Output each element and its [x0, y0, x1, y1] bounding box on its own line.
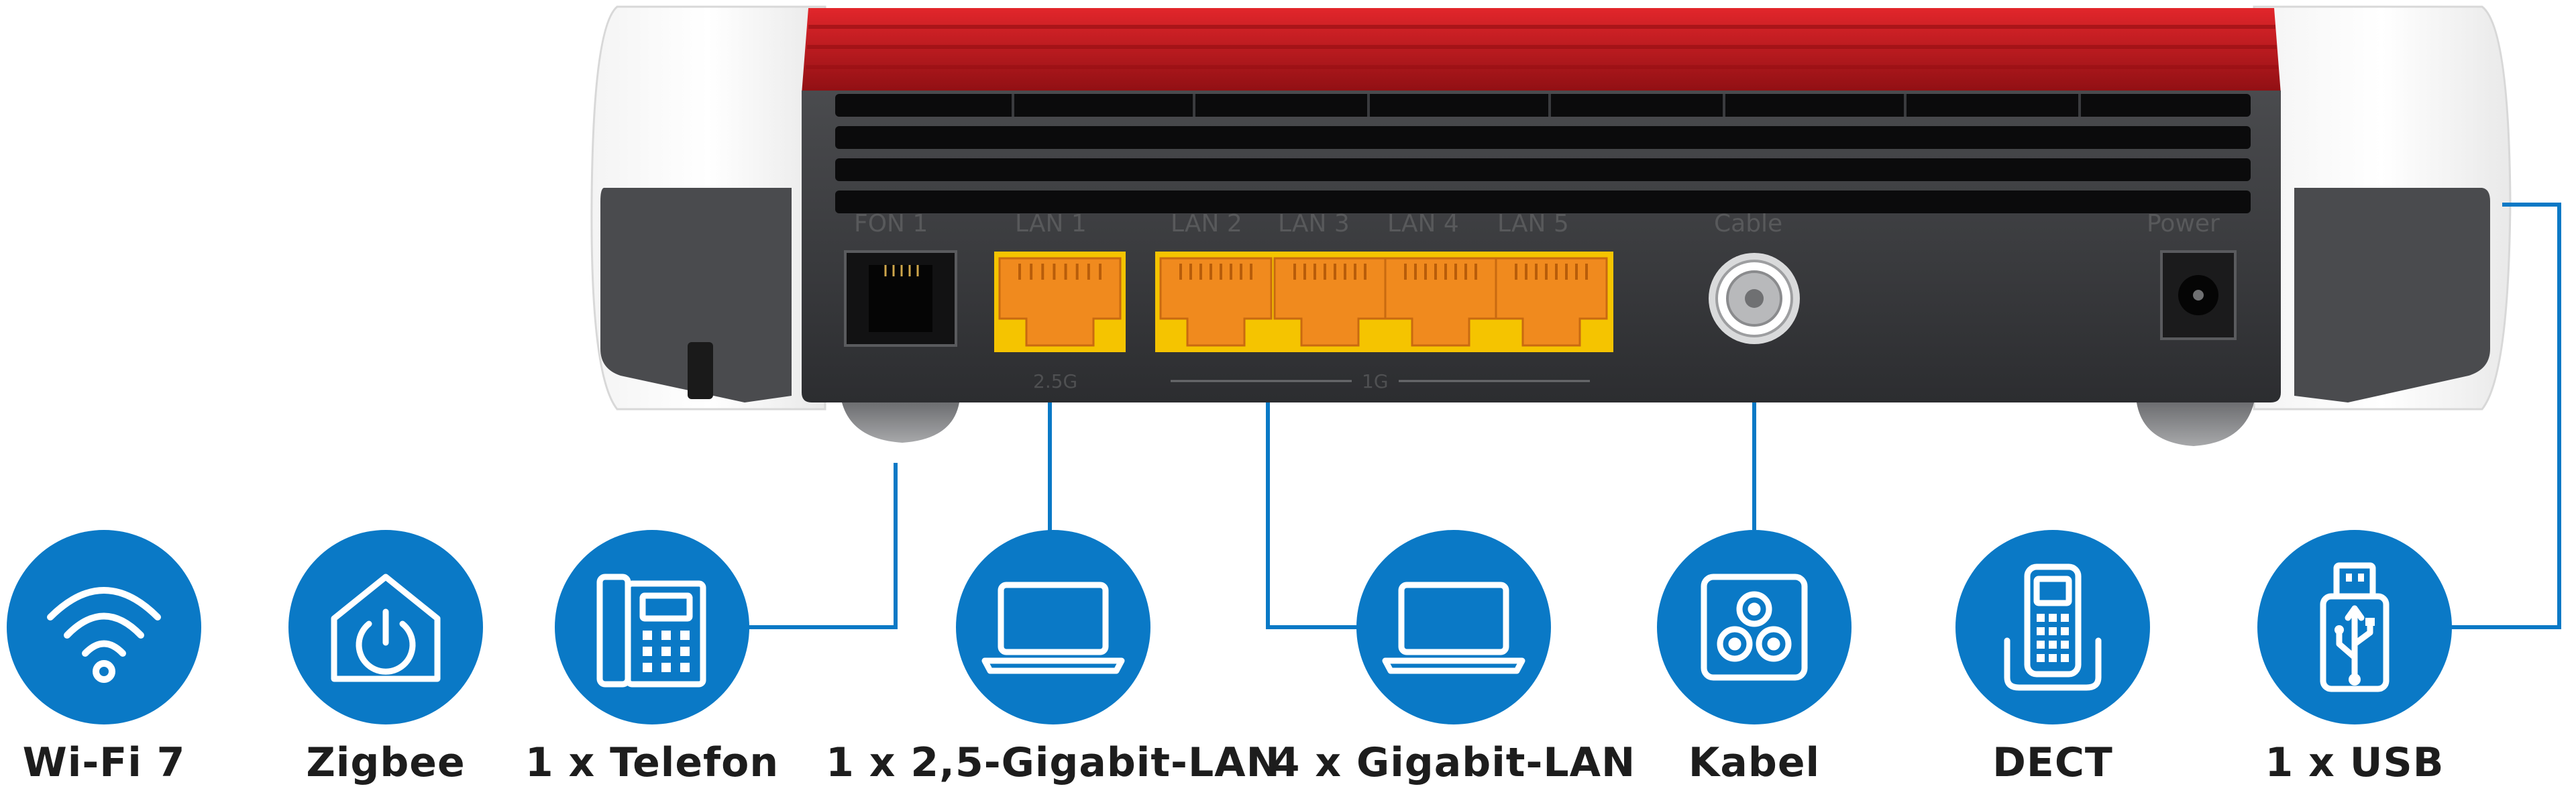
power-port: [2160, 250, 2237, 340]
feature-label: 1 x USB: [2265, 739, 2445, 786]
lan5-port: [1495, 257, 1608, 347]
feature-label: 4 x Gigabit-LAN: [1271, 739, 1636, 786]
feature-circle: [2257, 530, 2452, 724]
lan4-port: [1384, 257, 1497, 347]
port-label-fon: FON 1: [854, 210, 928, 237]
feature-circle: [1356, 530, 1551, 724]
right-foot: [2137, 402, 2254, 446]
router-back-view: FON 1 LAN 1 LAN 2 LAN 3 LAN 4 LAN 5 Cabl…: [590, 5, 2512, 446]
port-label-lan2: LAN 2: [1171, 210, 1242, 237]
feature-dect: DECT: [1952, 530, 2153, 811]
feature-telefon: 1 x Telefon: [525, 530, 778, 811]
feature-circle: [7, 530, 201, 724]
left-foot: [842, 402, 959, 443]
coax-port: [1709, 253, 1800, 344]
port-label-cable: Cable: [1714, 210, 1782, 237]
feature-label: Zigbee: [306, 739, 466, 786]
laptop-icon: [981, 582, 1125, 674]
feature-circle: [288, 530, 483, 724]
port-label-power: Power: [2147, 210, 2220, 237]
feature-label: Kabel: [1688, 739, 1821, 786]
feature-circle: [1955, 530, 2150, 724]
feature-kabel: Kabel: [1654, 530, 1855, 811]
feature-wifi: Wi-Fi 7: [3, 530, 205, 811]
feature-label: 1 x Telefon: [525, 739, 780, 786]
feature-circle: [956, 530, 1150, 724]
feature-circle: [1657, 530, 1851, 724]
speed-label-2-5g: 2.5G: [1033, 370, 1077, 392]
feature-zigbee: Zigbee: [285, 530, 486, 811]
feature-label: Wi-Fi 7: [22, 739, 186, 786]
port-label-lan1: LAN 1: [1015, 210, 1087, 237]
laptop-icon: [1382, 582, 1525, 674]
feature-circle: [555, 530, 749, 724]
wifi-icon: [47, 587, 161, 683]
feature-label: 1 x 2,5-Gigabit-LAN: [826, 739, 1281, 786]
red-top-cover: [802, 8, 2281, 94]
cordless-phone-icon: [2004, 563, 2102, 691]
feature-label: DECT: [1992, 739, 2113, 786]
port-label-lan4: LAN 4: [1387, 210, 1459, 237]
coax-socket-icon: [1701, 574, 1808, 681]
lan-ports: [994, 252, 1613, 352]
telephone-icon: [596, 574, 706, 688]
lan1-port: [998, 257, 1122, 347]
port-label-lan3: LAN 3: [1278, 210, 1350, 237]
feature-4x-gigabit-lan: 4 x Gigabit-LAN: [1272, 530, 1635, 811]
smart-home-icon: [331, 574, 441, 682]
feature-usb: 1 x USB: [2254, 530, 2455, 811]
feature-2-5-gigabit-lan: 1 x 2,5-Gigabit-LAN: [826, 530, 1280, 811]
fon-port: [844, 250, 957, 347]
lan2-port: [1159, 257, 1273, 347]
speed-label-1g: 1G: [1362, 370, 1389, 392]
port-label-lan5: LAN 5: [1497, 210, 1569, 237]
usb-icon: [2320, 562, 2390, 692]
